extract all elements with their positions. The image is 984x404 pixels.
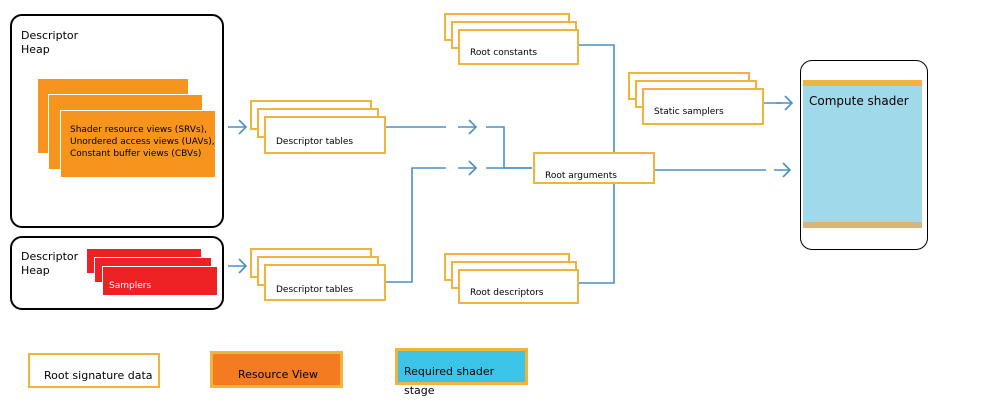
line-merge-top <box>486 126 532 169</box>
legend-required-shader-stage: Required shader stage <box>395 348 528 397</box>
heap-top-title-line1: Descriptor <box>21 29 79 42</box>
compute-shader: Compute shader <box>803 86 922 222</box>
heap-bottom-title: Descriptor Heap <box>21 250 78 278</box>
samplers-label: Samplers <box>109 281 152 291</box>
line-root-constants <box>578 44 615 152</box>
root-constants-label: Root constants <box>470 48 538 58</box>
legend-root-signature-data-label: Root signature data <box>44 369 153 382</box>
static-samplers: Static samplers <box>642 88 764 125</box>
descriptor-tables-top: Descriptor tables <box>264 116 386 154</box>
descriptor-tables-bottom-label: Descriptor tables <box>276 285 354 295</box>
arrow-static-samplers <box>776 95 794 111</box>
descriptor-heap-bottom: Descriptor Heap Samplers <box>10 236 224 310</box>
arrow-tables-top <box>458 119 478 135</box>
compute-shader-top-band <box>803 80 922 86</box>
root-descriptors: Root descriptors <box>458 269 579 304</box>
static-samplers-label: Static samplers <box>654 107 724 117</box>
descriptor-heap-top: Descriptor Heap Shader resource views (S… <box>10 14 224 228</box>
arrow-heap-top <box>228 119 248 135</box>
legend-resource-view-label: Resource View <box>238 368 319 381</box>
view-card-front: Shader resource views (SRVs), Unordered … <box>60 110 216 178</box>
root-descriptors-label: Root descriptors <box>470 288 544 298</box>
root-arguments: Root arguments <box>533 152 655 184</box>
sampler-card-front: Samplers <box>102 266 218 296</box>
view-cbv: Constant buffer views (CBVs) <box>70 149 202 159</box>
compute-shader-bottom-band <box>803 222 922 228</box>
legend-required-shader-stage-label: Required shader stage <box>404 365 495 397</box>
line-tables-bottom <box>386 167 446 283</box>
heap-top-title: Descriptor Heap <box>21 29 78 57</box>
arrow-arguments-out <box>774 162 792 178</box>
arrow-tables-bottom <box>458 160 478 176</box>
legend-root-signature-data: Root signature data <box>28 353 160 388</box>
heap-top-title-line2: Heap <box>21 43 50 56</box>
legend-resource-view: Resource View <box>210 351 343 388</box>
view-srv: Shader resource views (SRVs), <box>70 125 208 135</box>
line-root-descriptors <box>578 183 615 284</box>
heap-bottom-title-line1: Descriptor <box>21 250 79 263</box>
arrow-heap-bottom <box>228 258 248 274</box>
root-constants: Root constants <box>458 29 579 65</box>
descriptor-tables-top-label: Descriptor tables <box>276 137 354 147</box>
descriptor-tables-bottom: Descriptor tables <box>264 264 386 301</box>
root-arguments-label: Root arguments <box>545 171 617 181</box>
heap-bottom-title-line2: Heap <box>21 264 50 277</box>
compute-shader-label: Compute shader <box>809 94 909 108</box>
view-uav: Unordered access views (UAVs), <box>70 137 215 147</box>
